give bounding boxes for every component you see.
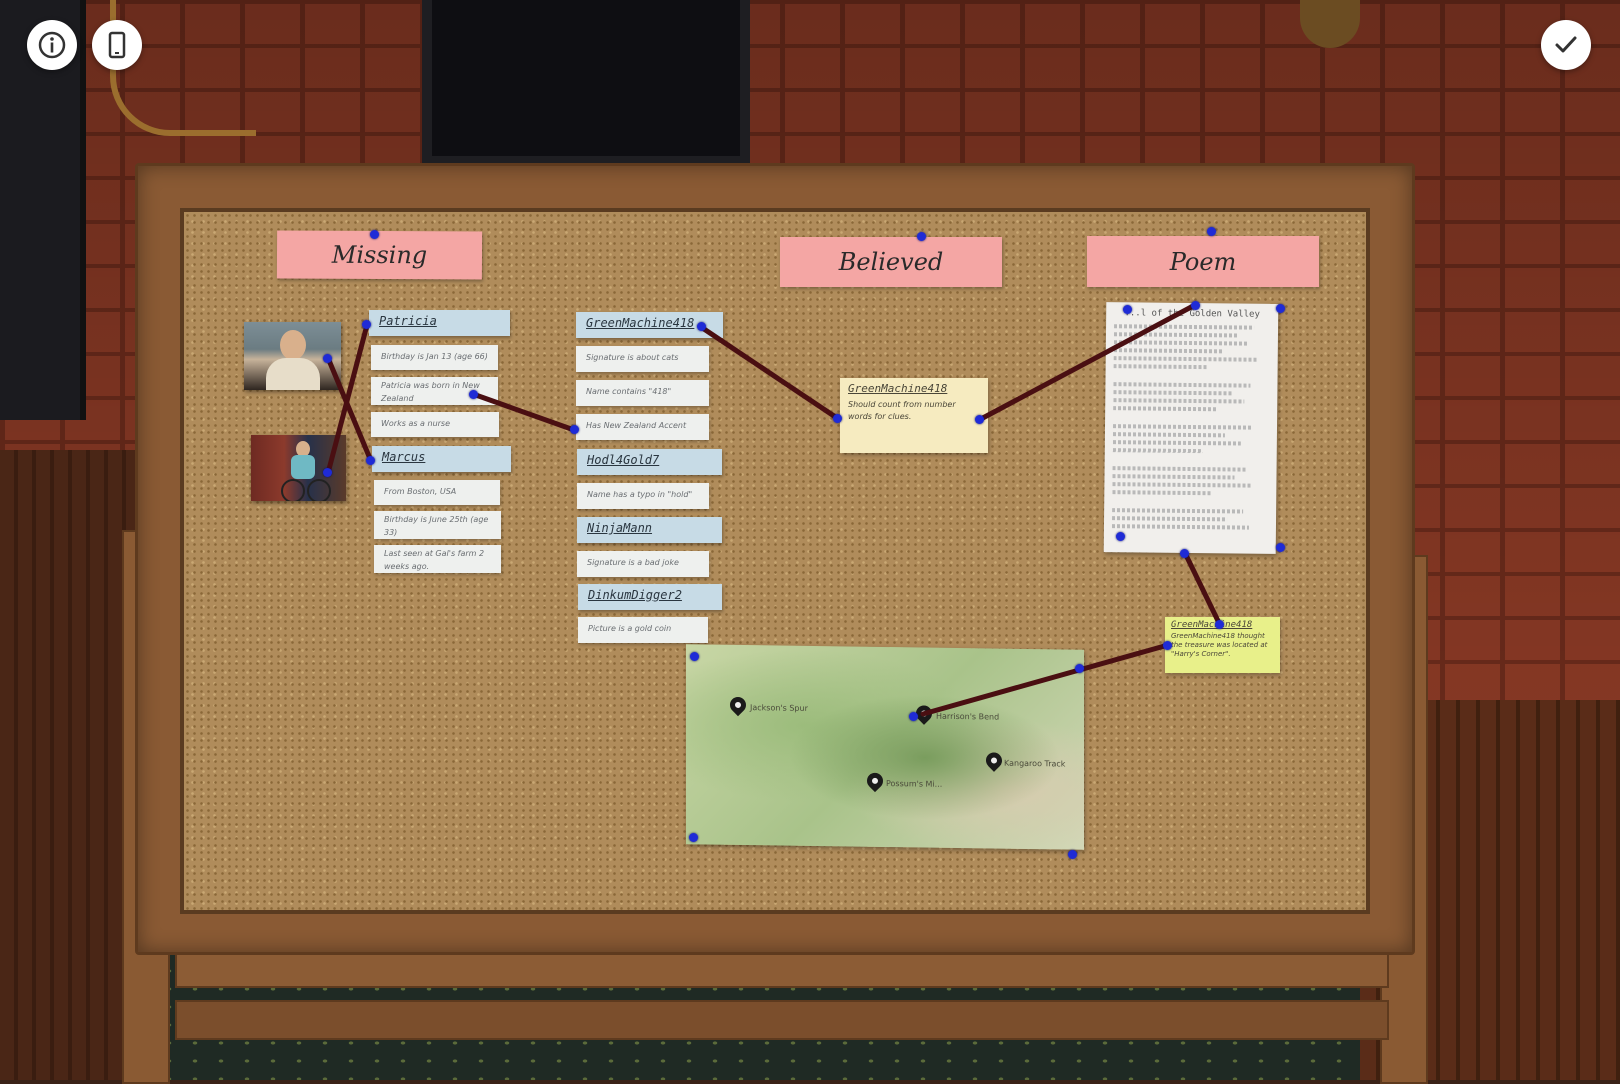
push-pin[interactable] [1116,532,1125,541]
name-tag-hodl4gold7[interactable]: Hodl4Gold7 [577,449,722,475]
bike-wheel-shape [281,479,305,501]
fact-note[interactable]: Has New Zealand Accent [576,414,709,440]
map-label: Harrison's Bend [936,711,1000,722]
push-pin[interactable] [469,390,478,399]
push-pin[interactable] [909,712,918,721]
phone-button[interactable] [92,20,142,70]
fact-note[interactable]: Birthday is Jan 13 (age 66) [371,345,498,370]
believed-note-body: Should count from number words for clues… [848,400,956,421]
map-label: Kangaroo Track [1004,758,1066,769]
push-pin[interactable] [1075,664,1084,673]
wall-lamp-left [110,0,256,136]
push-pin[interactable] [1163,641,1172,650]
confirm-button[interactable] [1541,20,1591,70]
topographic-map[interactable]: Jackson's Spur Harrison's Bend Kangaroo … [686,644,1084,850]
jacket-shape [291,455,315,479]
fact-note[interactable]: Name contains "418" [576,380,709,406]
photo-marcus[interactable] [251,435,346,501]
name-tag-marcus[interactable]: Marcus [372,446,511,472]
info-button[interactable] [27,20,77,70]
name-tag-patricia[interactable]: Patricia [369,310,510,336]
fact-note[interactable]: Birthday is June 25th (age 33) [374,511,501,539]
header-believed[interactable]: Believed [780,237,1002,287]
push-pin[interactable] [366,456,375,465]
push-pin[interactable] [1276,543,1285,552]
fact-note[interactable]: Picture is a gold coin [578,617,708,643]
map-label: Possum's Mi... [886,779,943,789]
fact-note[interactable]: From Boston, USA [374,480,500,505]
push-pin[interactable] [1123,305,1132,314]
push-pin[interactable] [917,232,926,241]
fact-note[interactable]: Works as a nurse [371,412,499,437]
face-shape [296,441,310,457]
info-icon [38,31,66,59]
header-missing[interactable]: Missing [276,230,483,280]
push-pin[interactable] [697,322,706,331]
push-pin[interactable] [1191,301,1200,310]
window-frame [0,0,86,420]
conclusion-note-body: GreenMachine418 thought the treasure was… [1171,632,1268,658]
map-pin-icon[interactable] [982,749,1006,772]
push-pin[interactable] [1276,304,1285,313]
poem-sheet[interactable]: ...l of the Golden Valley [1103,302,1279,554]
fact-note[interactable]: Patricia was born in New Zealand [371,377,498,405]
fact-note[interactable]: Last seen at Gal's farm 2 weeks ago. [374,545,501,573]
shirt-shape [266,358,320,390]
map-pin-icon[interactable] [863,769,887,793]
push-pin[interactable] [1207,227,1216,236]
fact-note[interactable]: Name has a typo in "hold" [577,483,709,509]
face-shape [280,330,306,360]
fact-note[interactable]: Signature is a bad joke [577,551,709,577]
checkmark-icon [1555,36,1577,53]
header-poem[interactable]: Poem [1087,236,1319,287]
believed-note-title: GreenMachine418 [848,382,948,395]
push-pin[interactable] [1068,850,1077,859]
wall-lamp-right [1300,0,1360,48]
push-pin[interactable] [362,320,371,329]
map-label: Jackson's Spur [750,703,808,713]
push-pin[interactable] [370,230,379,239]
easel-crossbar-lower [175,1000,1389,1040]
push-pin[interactable] [323,354,332,363]
dark-window [422,0,750,166]
name-tag-dinkumdigger2[interactable]: DinkumDigger2 [578,584,722,610]
bike-wheel-shape [307,479,331,501]
fact-note[interactable]: Signature is about cats [576,346,709,372]
push-pin[interactable] [833,414,842,423]
push-pin[interactable] [570,425,579,434]
poem-title: ...l of the Golden Valley [1124,308,1260,320]
push-pin[interactable] [975,415,984,424]
believed-note[interactable]: GreenMachine418 Should count from number… [840,378,988,453]
phone-icon [108,31,126,59]
push-pin[interactable] [1180,549,1189,558]
map-pin-icon[interactable] [726,693,750,717]
push-pin[interactable] [323,468,332,477]
push-pin[interactable] [690,652,699,661]
name-tag-ninjamann[interactable]: NinjaMann [577,517,722,543]
push-pin[interactable] [689,833,698,842]
name-tag-greenmachine418[interactable]: GreenMachine418 [576,312,723,338]
push-pin[interactable] [1215,620,1224,629]
